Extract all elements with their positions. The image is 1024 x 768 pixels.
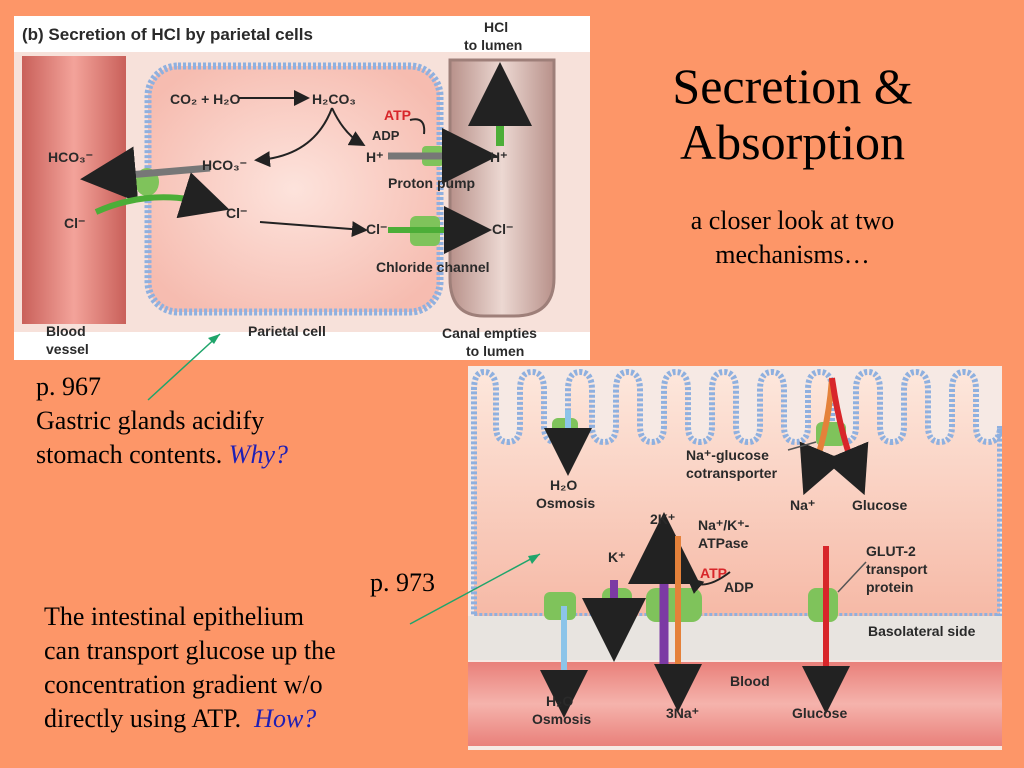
- intestine-atp-label: ATP: [700, 565, 727, 581]
- cl-lumen-label: Cl⁻: [492, 221, 513, 237]
- k-ion-label: K⁺: [608, 549, 626, 565]
- intestine-note-line-2: can transport glucose up the: [44, 636, 336, 665]
- intestine-adp-label: ADP: [724, 579, 754, 595]
- cl-blood-label: Cl⁻: [64, 215, 85, 231]
- intestine-note-line-1: The intestinal epithelium: [44, 602, 304, 631]
- osmosis-bottom-label: Osmosis: [532, 711, 591, 727]
- why-question: Why?: [228, 440, 288, 469]
- slide-subtitle: a closer look at two mechanisms…: [600, 204, 985, 272]
- intestine-note-line-3: concentration gradient w/o: [44, 670, 323, 699]
- canal-label-1: Canal empties: [442, 325, 537, 341]
- h-ion-in-label: H⁺: [366, 149, 384, 165]
- how-question: How?: [254, 704, 317, 733]
- eq-co2-h2o: CO₂ + H₂O: [170, 91, 241, 107]
- canal-label-2: to lumen: [466, 343, 524, 359]
- glut2-label-3: protein: [866, 579, 913, 595]
- chloride-channel-label: Chloride channel: [376, 259, 490, 275]
- h2o-top-label: H₂O: [550, 477, 577, 493]
- basolateral-region: [468, 616, 1002, 660]
- gastric-note-line-2: stomach contents. Why?: [36, 440, 288, 469]
- nak-atpase-label-2: ATPase: [698, 535, 749, 551]
- hco3-blood-label: HCO₃⁻: [48, 149, 93, 165]
- blood-vessel-label-2: vessel: [46, 341, 89, 357]
- gastric-note-line-1: Gastric glands acidify: [36, 406, 265, 435]
- subtitle-line-1: a closer look at two: [690, 206, 895, 235]
- hcl-atp-label: ATP: [384, 107, 411, 123]
- nak-atpase-label-1: Na⁺/K⁺-: [698, 517, 750, 533]
- cl-cell-label: Cl⁻: [226, 205, 247, 221]
- osmosis-top-label: Osmosis: [536, 495, 595, 511]
- na-glucose-label-2: cotransporter: [686, 465, 778, 481]
- gastric-note: Gastric glands acidify stomach contents.…: [36, 404, 436, 472]
- page-ref-973: p. 973: [370, 568, 435, 597]
- hcl-diagram: (b) Secretion of HCl by parietal cells H…: [14, 19, 590, 359]
- subtitle-line-2: mechanisms…: [715, 240, 870, 269]
- cl-cell-label-2: Cl⁻: [366, 221, 387, 237]
- intestinal-epithelium-figure: H₂O Osmosis Na⁺-glucose cotransporter Na…: [468, 366, 1003, 750]
- glut2-label-2: transport: [866, 561, 928, 577]
- hcl-top-label-1: HCl: [484, 19, 508, 35]
- hco3-cell-label: HCO₃⁻: [202, 157, 247, 173]
- parietal-cell: [144, 62, 444, 316]
- proton-pump-label: Proton pump: [388, 175, 475, 191]
- glut2-label-1: GLUT-2: [866, 543, 916, 559]
- basolateral-side-label: Basolateral side: [868, 623, 976, 639]
- intestine-note: The intestinal epithelium can transport …: [44, 600, 464, 736]
- hcl-figure-heading: (b) Secretion of HCl by parietal cells: [22, 25, 313, 44]
- na-glucose-label-1: Na⁺-glucose: [686, 447, 769, 463]
- eq-h2co3: H₂CO₃: [312, 91, 356, 107]
- intestine-note-line-4: directly using ATP. How?: [44, 704, 317, 733]
- slide-title: Secretion & Absorption: [600, 58, 985, 170]
- hcl-top-label-2: to lumen: [464, 37, 522, 53]
- two-k-label: 2K⁺: [650, 511, 675, 527]
- parietal-cell-label: Parietal cell: [248, 323, 326, 339]
- hcl-secretion-figure: (b) Secretion of HCl by parietal cells H…: [14, 16, 590, 360]
- h2o-bottom-label: H₂O: [546, 693, 573, 709]
- na-ion-label: Na⁺: [790, 497, 815, 513]
- h-ion-out-label: H⁺: [490, 149, 508, 165]
- intestine-diagram: H₂O Osmosis Na⁺-glucose cotransporter Na…: [468, 368, 1003, 746]
- glucose-top-label: Glucose: [852, 497, 907, 513]
- blood-vessel-label-1: Blood: [46, 323, 86, 339]
- title-line-2: Absorption: [680, 114, 905, 170]
- page-ref-967: p. 967: [36, 372, 101, 401]
- hcl-adp-label: ADP: [372, 128, 400, 143]
- glucose-bottom-label: Glucose: [792, 705, 847, 721]
- blood-label: Blood: [730, 673, 770, 689]
- title-line-1: Secretion &: [672, 58, 913, 114]
- three-na-label: 3Na⁺: [666, 705, 699, 721]
